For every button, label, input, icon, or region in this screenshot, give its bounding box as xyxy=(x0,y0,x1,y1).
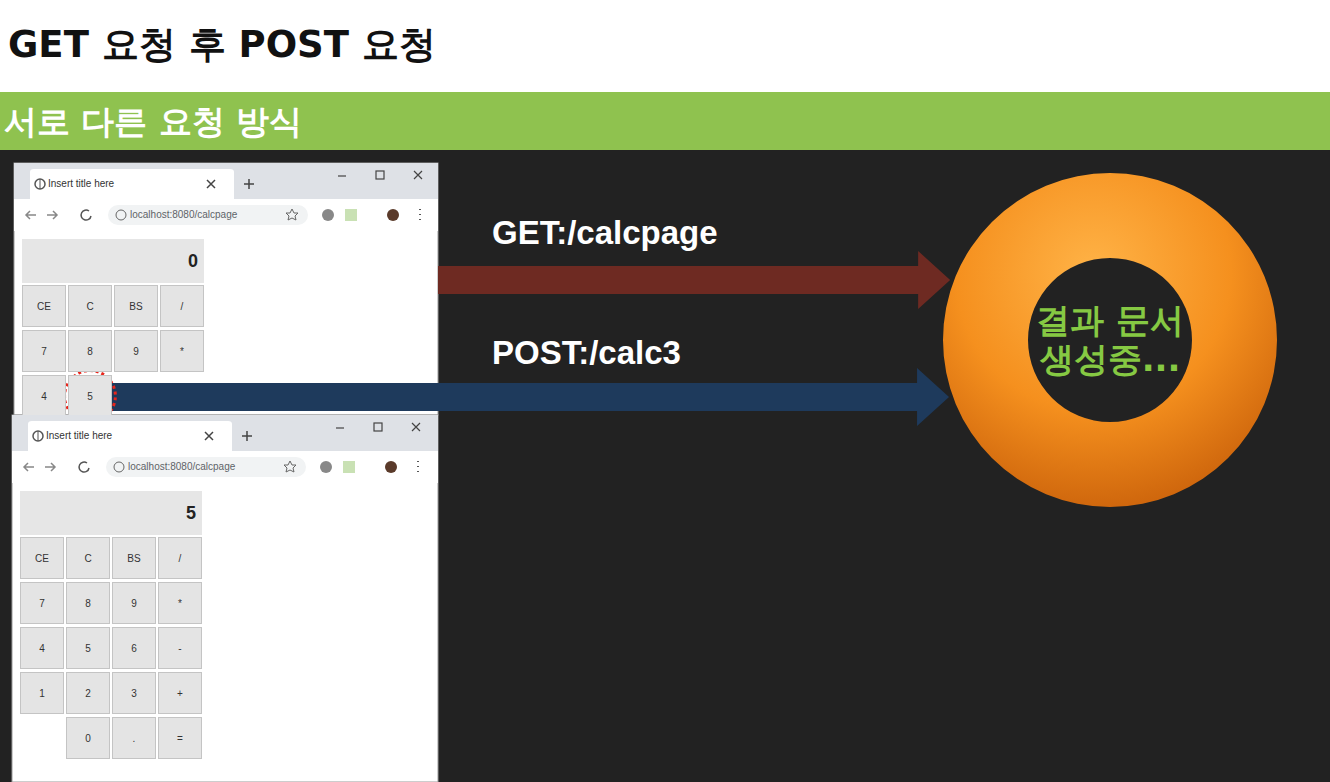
calc-button: 2 xyxy=(66,672,110,714)
block-arrow xyxy=(112,368,949,426)
button-label: 5 xyxy=(87,391,93,402)
calc-button: = xyxy=(158,717,202,759)
button-label: C xyxy=(86,301,93,312)
display-value: 0 xyxy=(188,251,198,272)
calc-button: 9 xyxy=(112,582,156,624)
button-label: - xyxy=(178,643,181,654)
button-label: = xyxy=(177,733,183,744)
button-label: 7 xyxy=(39,598,45,609)
dark-ground xyxy=(0,150,1330,782)
button-label: CE xyxy=(37,301,51,312)
edge-label: GET:/calcpage xyxy=(492,214,718,252)
donut-label: 결과 문서 생성중... xyxy=(1024,301,1196,379)
calc-button: 5 xyxy=(66,627,110,669)
address-url: localhost:8080/calcpage xyxy=(128,461,235,472)
calc-display: 5 xyxy=(20,491,202,535)
calc-button: 7 xyxy=(20,582,64,624)
edge-label: POST:/calc3 xyxy=(492,334,681,372)
button-label: * xyxy=(180,346,184,357)
button-label: 8 xyxy=(87,346,93,357)
button-label: 4 xyxy=(41,391,47,402)
button-label: 9 xyxy=(131,598,137,609)
browser-window: Insert title here localhost:8080/calcpage… xyxy=(14,163,438,415)
calc-button: CE xyxy=(20,537,64,579)
calc-button: 7 xyxy=(22,330,66,372)
tab-title: Insert title here xyxy=(46,430,112,441)
button-label: 9 xyxy=(133,346,139,357)
button-label: 6 xyxy=(131,643,137,654)
tab-title: Insert title here xyxy=(48,178,114,189)
calc-button: 9 xyxy=(114,330,158,372)
calc-button: 6 xyxy=(112,627,156,669)
button-label: C xyxy=(84,553,91,564)
button-label: / xyxy=(179,553,182,564)
browser-window: Insert title here localhost:8080/calcpage… xyxy=(12,415,438,782)
slide-title: GET 요청 후 POST 요청 xyxy=(8,20,436,70)
block-arrow xyxy=(438,251,950,309)
address-url: localhost:8080/calcpage xyxy=(130,209,237,220)
process-donut: 결과 문서 생성중... xyxy=(943,173,1277,507)
calc-button: 8 xyxy=(66,582,110,624)
section-band: 서로 다른 요청 방식 xyxy=(0,92,1330,150)
calc-button: 4 xyxy=(22,375,66,415)
display-value: 5 xyxy=(186,503,196,524)
calc-button: CE xyxy=(22,285,66,327)
button-label: 5 xyxy=(85,643,91,654)
button-label: 2 xyxy=(85,688,91,699)
calc-button: - xyxy=(158,627,202,669)
calc-button: / xyxy=(160,285,204,327)
button-label: . xyxy=(133,733,136,744)
calc-button: / xyxy=(158,537,202,579)
band-heading: 서로 다른 요청 방식 xyxy=(4,100,302,145)
calc-display: 0 xyxy=(22,239,204,283)
button-label: * xyxy=(178,598,182,609)
button-label: BS xyxy=(127,553,140,564)
calc-button: BS xyxy=(112,537,156,579)
button-label: CE xyxy=(35,553,49,564)
calc-button: . xyxy=(112,717,156,759)
calc-button: 4 xyxy=(20,627,64,669)
calc-button: 0 xyxy=(66,717,110,759)
button-label: 4 xyxy=(39,643,45,654)
calc-button: 8 xyxy=(68,330,112,372)
button-label: + xyxy=(177,688,183,699)
calc-button: 1 xyxy=(20,672,64,714)
button-label: 1 xyxy=(39,688,45,699)
calc-button: 5 xyxy=(68,375,112,415)
calc-button: BS xyxy=(114,285,158,327)
calc-button: * xyxy=(158,582,202,624)
button-label: 3 xyxy=(131,688,137,699)
calc-button: * xyxy=(160,330,204,372)
calc-button: 3 xyxy=(112,672,156,714)
calc-button: + xyxy=(158,672,202,714)
button-label: / xyxy=(181,301,184,312)
button-label: BS xyxy=(129,301,142,312)
calc-button: C xyxy=(68,285,112,327)
browser-window-2 xyxy=(12,415,438,782)
button-label: 8 xyxy=(85,598,91,609)
calc-button: C xyxy=(66,537,110,579)
button-label: 0 xyxy=(85,733,91,744)
button-label: 7 xyxy=(41,346,47,357)
